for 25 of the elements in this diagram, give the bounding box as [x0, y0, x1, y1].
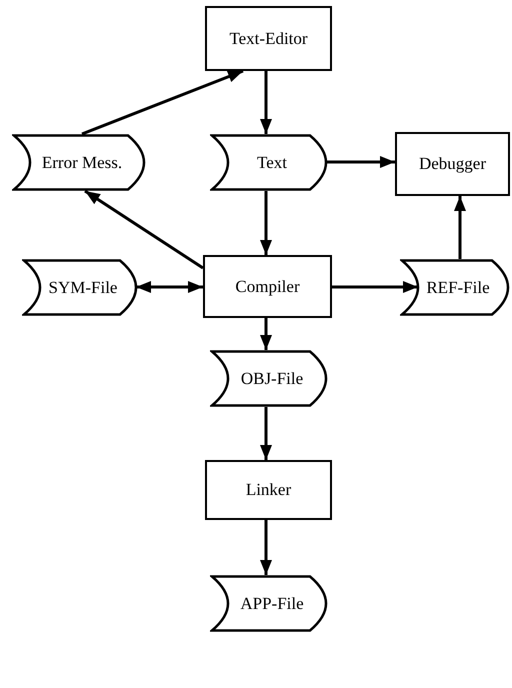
arrow — [136, 281, 203, 293]
node-label: Debugger — [418, 154, 486, 174]
node-label: OBJ-File — [240, 368, 304, 388]
arrow — [260, 191, 272, 255]
process-box — [205, 460, 332, 520]
arrow — [260, 71, 272, 134]
arrow — [454, 196, 466, 259]
process-box — [203, 255, 332, 318]
node-label: Text-Editor — [229, 28, 308, 48]
arrow — [332, 281, 418, 293]
arrow — [84, 190, 204, 270]
arrow — [260, 318, 272, 350]
arrow — [81, 70, 244, 136]
arrow — [326, 156, 395, 168]
node-label: Error Mess. — [42, 152, 122, 172]
node-label: Linker — [246, 480, 292, 500]
node-label: SYM-File — [48, 278, 118, 298]
arrow — [260, 520, 272, 575]
process-box — [205, 6, 332, 71]
node-label: Compiler — [235, 276, 300, 296]
process-box — [395, 132, 510, 196]
node-label: REF-File — [426, 278, 490, 298]
node-label: APP-File — [240, 594, 304, 614]
node-label: Text — [257, 152, 287, 172]
arrow — [260, 407, 272, 460]
